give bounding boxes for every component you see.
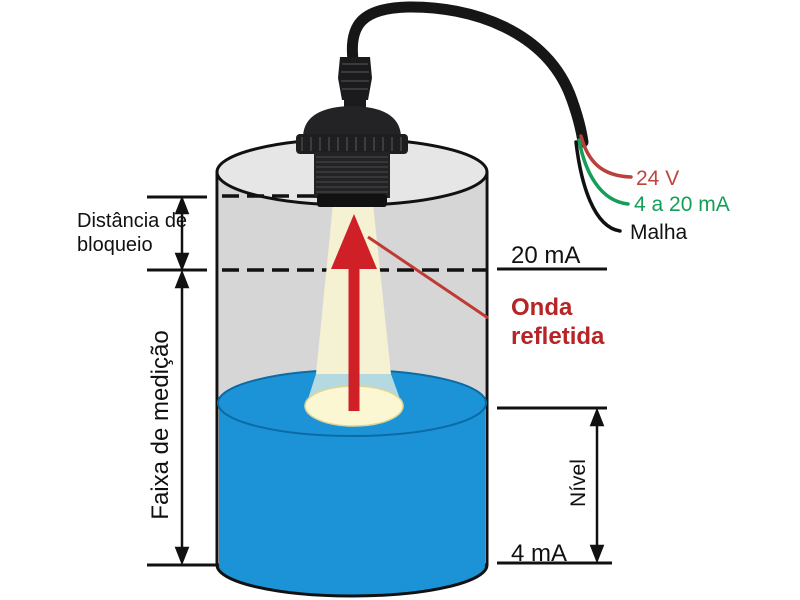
blocking-distance-line2: bloqueio: [77, 234, 153, 256]
blocking-distance-arrow-icon: [174, 195, 190, 272]
gland-ridges: [341, 63, 369, 90]
ultrasonic-sensor: [296, 57, 408, 207]
reflected-wave-line1: Onda: [511, 294, 573, 321]
right-dimensions: [497, 267, 612, 565]
wire-signal-4-20ma: [577, 138, 630, 206]
reflected-wave-label: Onda refletida: [511, 293, 604, 351]
current-min-label: 4 mA: [511, 540, 568, 567]
level-label: Nível: [567, 459, 590, 507]
wire-power-label: 24 V: [636, 167, 680, 190]
reflected-wave-arrow-icon: [331, 214, 377, 411]
reflected-wave-pointer-line: [367, 235, 489, 320]
sensor-cable: [346, 1, 589, 148]
reflected-wave-line2: refletida: [511, 323, 605, 350]
blocking-distance-line1: Distância de: [77, 210, 188, 232]
wire-shield-label: Malha: [630, 221, 688, 244]
sensor-threaded-body: [314, 152, 390, 198]
left-dimensions: [147, 195, 217, 567]
blocking-distance-label: Distância de bloqueio: [77, 209, 187, 257]
measuring-range-label: Faixa de medição: [147, 330, 174, 520]
measuring-range-arrow-icon: [174, 269, 190, 566]
wire-shield-malha: [574, 140, 622, 233]
sensor-face: [317, 194, 387, 207]
wire-power-24v: [579, 134, 633, 179]
liquid-bottom: [218, 565, 486, 592]
arrow-head: [331, 214, 377, 269]
wires: [574, 134, 633, 233]
sensor-threads: [316, 156, 388, 193]
level-arrow-icon: [589, 407, 605, 564]
current-max-label: 20 mA: [511, 242, 581, 269]
sensor-collar: [296, 134, 408, 154]
arrow-shaft: [348, 264, 360, 411]
wire-signal-label: 4 a 20 mA: [634, 193, 730, 216]
collar-knurling: [301, 137, 402, 151]
